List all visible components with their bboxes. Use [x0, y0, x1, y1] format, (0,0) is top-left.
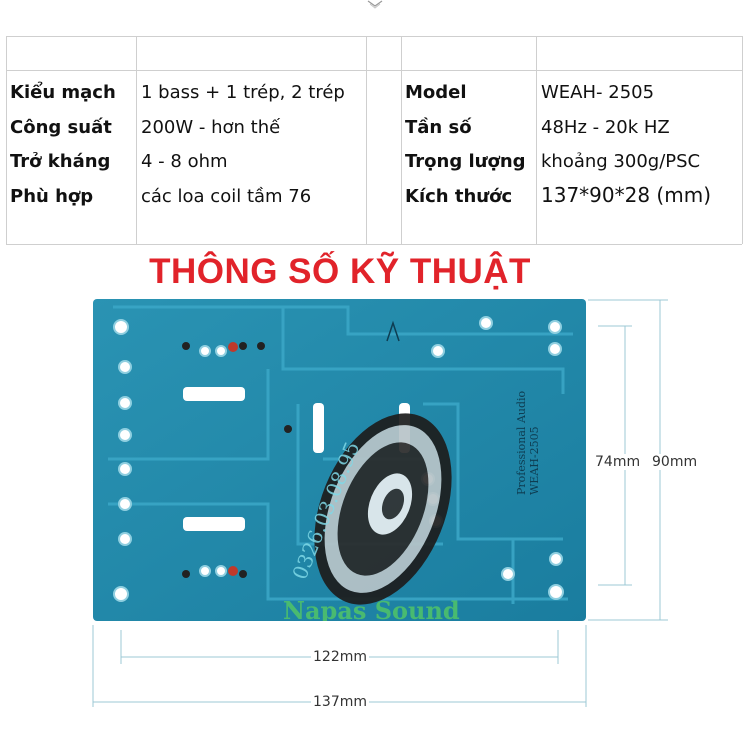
spec-label-circuit: Kiểu mạch	[10, 82, 116, 103]
spec-label-frequency: Tần số	[405, 117, 472, 138]
watermark-brand: Napas Sound	[283, 596, 460, 621]
spec-value-model: WEAH- 2505	[541, 82, 655, 103]
dimension-outer-width: 137mm	[311, 694, 369, 710]
spec-label-power: Công suất	[10, 117, 112, 138]
spec-value-compatible: các loa coil tầm 76	[141, 186, 312, 207]
dimension-inner-width: 122mm	[311, 649, 369, 665]
section-heading: THÔNG SỐ KỸ THUẬT	[149, 252, 531, 291]
spec-label-impedance: Trở kháng	[10, 151, 111, 172]
crossover-board-image: Professional Audio WEAH-2505 0326.03.08.…	[93, 299, 586, 621]
spec-label-size: Kích thước	[405, 186, 513, 207]
speaker-logo	[314, 413, 452, 605]
spec-value-size: 137*90*28 (mm)	[541, 183, 711, 207]
dimension-outer-height: 90mm	[651, 454, 699, 470]
spec-value-frequency: 48Hz - 20k HZ	[541, 117, 670, 138]
spec-value-circuit: 1 bass + 1 trép, 2 trép	[141, 82, 345, 103]
board-silkscreen-line2: WEAH-2505	[528, 426, 541, 495]
spec-label-model: Model	[405, 82, 467, 103]
spec-table: Kiểu mạch 1 bass + 1 trép, 2 trép Model …	[6, 36, 743, 245]
dimension-inner-height: 74mm	[594, 454, 642, 470]
spec-value-power: 200W - hơn thế	[141, 117, 281, 138]
spec-label-weight: Trọng lượng	[405, 151, 526, 172]
board-silkscreen-line1: Professional Audio	[515, 390, 528, 495]
spec-value-impedance: 4 - 8 ohm	[141, 151, 228, 172]
chevron-down-icon[interactable]	[366, 0, 384, 10]
spec-label-compatible: Phù hợp	[10, 186, 94, 207]
spec-value-weight: khoảng 300g/PSC	[541, 151, 701, 172]
mount-hole	[113, 319, 129, 335]
